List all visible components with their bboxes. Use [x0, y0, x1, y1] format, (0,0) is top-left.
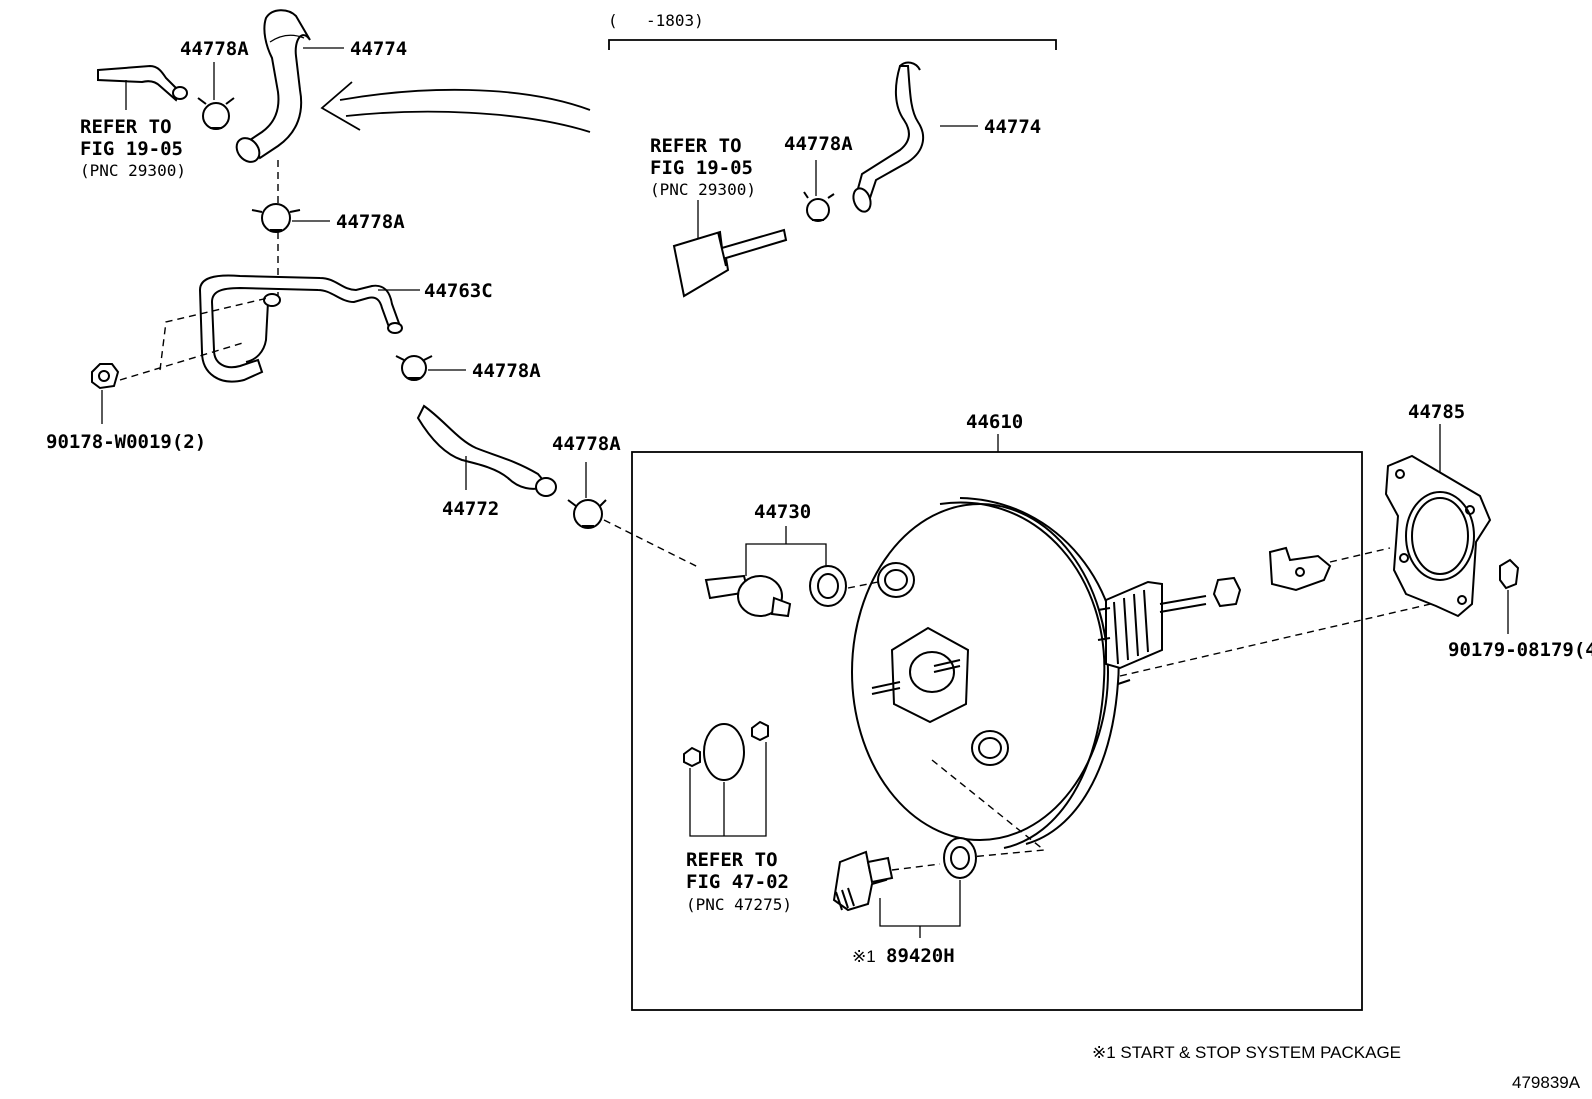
label-44610: 44610 — [966, 411, 1023, 433]
booster-assy-44610: 44610 44730 — [631, 411, 1363, 1011]
mark-89420H: ※1 — [852, 947, 876, 966]
diagram-code: 479839A — [1512, 1073, 1581, 1092]
label-44785: 44785 — [1408, 401, 1465, 423]
period-range: -1803) — [646, 11, 704, 30]
hose-44772: 44772 — [416, 404, 557, 520]
label-44730: 44730 — [754, 501, 811, 523]
label-44774-alt: 44774 — [984, 116, 1041, 138]
footnote: ※1 START & STOP SYSTEM PACKAGE — [1092, 1043, 1401, 1062]
label-89420H: 89420H — [886, 945, 955, 967]
label-44778A-4: 44778A — [552, 433, 621, 455]
sensor-89420H: ※1 89420H — [832, 759, 1046, 967]
clip-44778A-top: 44778A — [180, 38, 249, 130]
nut-90178: 90178-W0019(2) — [46, 297, 269, 453]
label-90178: 90178-W0019(2) — [46, 431, 206, 453]
label-44778A-2: 44778A — [336, 211, 405, 233]
gasket-44785: 44785 — [1384, 401, 1492, 618]
label-44774: 44774 — [350, 38, 407, 60]
ref3-line2: FIG 47-02 — [686, 871, 789, 893]
clip-44778A-alt: 44778A — [784, 133, 853, 222]
label-44763C: 44763C — [424, 280, 493, 302]
clip-44778A-third: 44778A — [395, 355, 541, 382]
label-44778A-1: 44778A — [180, 38, 249, 60]
ref1-line2: FIG 19-05 — [80, 138, 183, 160]
label-44772: 44772 — [442, 498, 499, 520]
ref1-line1: REFER TO — [80, 116, 172, 138]
nut-90179: 90179-08179(4) — [1448, 558, 1592, 661]
period-bracket: ( -1803) — [608, 11, 1057, 50]
pipe-44763C: 44763C — [198, 274, 493, 383]
pipe-refer-19-05-right: REFER TO FIG 19-05 (PNC 29300) — [650, 135, 788, 298]
ref2-line3: (PNC 29300) — [650, 180, 756, 199]
label-90179: 90179-08179(4) — [1448, 639, 1592, 661]
clip-44778A-fourth: 44778A — [552, 433, 701, 569]
label-44778A-3: 44778A — [472, 360, 541, 382]
booster-body — [851, 503, 1109, 841]
alternate-arrow — [320, 81, 591, 133]
check-valve-44730: 44730 — [704, 501, 879, 618]
label-44778A-alt: 44778A — [784, 133, 853, 155]
period-open: ( — [608, 11, 618, 30]
hose-44774-alt: 44774 — [852, 61, 1041, 213]
ref2-line1: REFER TO — [650, 135, 742, 157]
booster-box-frame — [631, 451, 1363, 1011]
refer-47-02-group: REFER TO FIG 47-02 (PNC 47275) — [683, 720, 792, 914]
ref2-line2: FIG 19-05 — [650, 157, 753, 179]
ref1-line3: (PNC 29300) — [80, 161, 186, 180]
hose-44774-main: 44774 — [235, 9, 407, 163]
ref3-line3: (PNC 47275) — [686, 895, 792, 914]
pipe-refer-19-05-left: REFER TO FIG 19-05 (PNC 29300) — [80, 64, 188, 180]
ref3-line1: REFER TO — [686, 849, 778, 871]
clip-44778A-second: 44778A — [251, 203, 405, 233]
